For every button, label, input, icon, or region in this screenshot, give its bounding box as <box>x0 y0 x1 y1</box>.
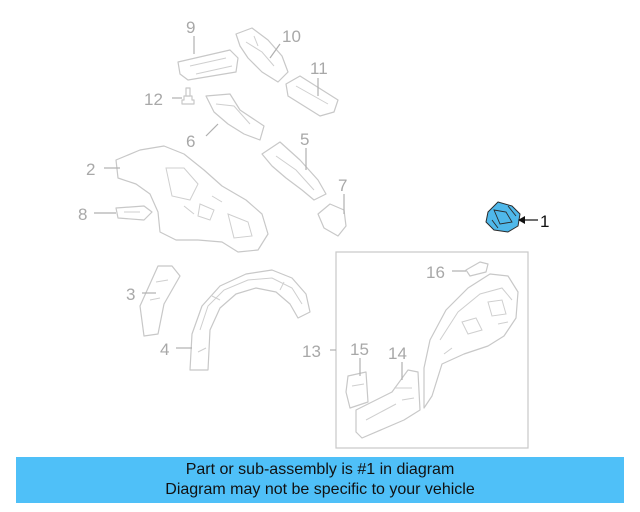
part-5 <box>261 141 327 201</box>
part-6 <box>205 93 265 141</box>
callout-16: 16 <box>426 263 445 282</box>
part-8 <box>115 205 153 221</box>
leader-10 <box>269 43 281 59</box>
parts-diagram: 9 10 11 12 6 5 7 <box>78 18 549 449</box>
callout-6: 6 <box>186 132 195 151</box>
callout-2: 2 <box>86 160 95 179</box>
callout-11: 11 <box>310 59 328 78</box>
part-2 <box>115 145 269 253</box>
part-15 <box>345 371 369 409</box>
callout-14: 14 <box>388 344 407 363</box>
part-1-highlighted <box>485 201 521 233</box>
callout-4: 4 <box>160 340 169 359</box>
part-4 <box>189 269 311 371</box>
callout-5: 5 <box>300 130 309 149</box>
callout-15: 15 <box>350 340 369 359</box>
part-16 <box>465 261 489 277</box>
callout-3: 3 <box>126 285 135 304</box>
callout-9: 9 <box>186 18 195 37</box>
banner-line-2: Diagram may not be specific to your vehi… <box>165 481 475 498</box>
inner-wheelhouse <box>423 273 519 409</box>
callout-13: 13 <box>302 342 321 361</box>
callout-1: 1 <box>540 212 549 231</box>
part-3 <box>139 265 181 337</box>
part-12 <box>181 87 195 105</box>
leader-6 <box>205 123 219 137</box>
part-14 <box>355 369 421 439</box>
banner-line-1: Part or sub-assembly is #1 in diagram <box>185 461 455 478</box>
callout-8: 8 <box>78 205 87 224</box>
callout-7: 7 <box>338 176 347 195</box>
callout-10: 10 <box>282 27 301 46</box>
info-banner: Part or sub-assembly is #1 in diagram Di… <box>16 457 624 503</box>
part-10 <box>235 27 289 83</box>
part-7 <box>317 203 347 237</box>
part-9 <box>177 49 239 81</box>
callout-12: 12 <box>144 90 163 109</box>
part-11 <box>285 75 339 117</box>
leader-1-arrowhead <box>518 216 525 224</box>
